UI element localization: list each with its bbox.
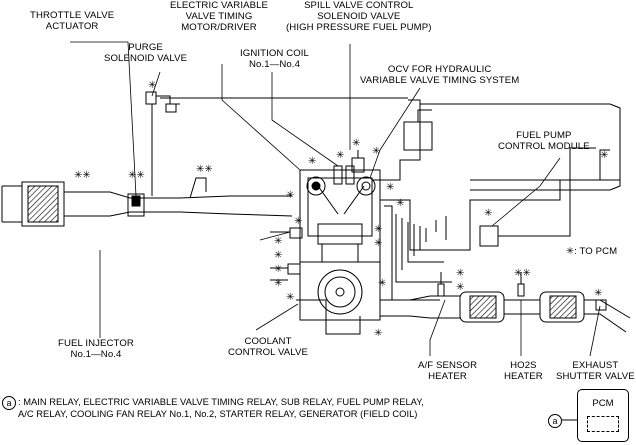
pcm-connector-line: [562, 419, 578, 421]
engine-block: [299, 169, 381, 321]
pcm-mark: ✳: [600, 150, 608, 161]
leader-lines: [70, 41, 601, 357]
pcm-mark: ✳: [372, 146, 380, 157]
coolant-control-valve-body: [296, 299, 361, 335]
fuel-pump-control-module-box: [479, 147, 596, 247]
pcm-mark: ✳: [378, 278, 386, 289]
pcm-mark: ✳: [374, 224, 382, 235]
fuel-injectors: [270, 227, 303, 281]
pcm-mark: ✳: [386, 182, 394, 193]
pcm-mark: ✳: [352, 138, 360, 149]
pcm-mark: ✳: [336, 150, 344, 161]
pcm-mark: ✳: [286, 190, 294, 201]
pcm-marker: a: [548, 414, 562, 428]
purge-solenoid-valve: [145, 91, 177, 113]
af-sensor: [437, 272, 445, 297]
pcm-mark: ✳: [274, 264, 282, 275]
pcm-mark: ✳✳: [74, 170, 91, 181]
pcm-mark: ✳: [286, 292, 294, 303]
pcm-mark: ✳✳: [196, 164, 213, 175]
high-pressure-fuel-pump: [351, 150, 365, 173]
pcm-mark: ✳: [294, 216, 302, 227]
air-cleaner: [1, 181, 65, 227]
footnote-marker: a: [2, 396, 16, 410]
pcm-box: PCM: [577, 389, 629, 442]
ignition-coils: [333, 165, 355, 185]
pcm-mark: ✳: [594, 288, 602, 299]
pcm-mark: ✳: [374, 328, 382, 339]
pcm-mark: ✳: [308, 156, 316, 167]
coolant-hoses: [384, 205, 456, 301]
vvt-motor: [306, 176, 376, 196]
pcm-mark: ✳: [374, 238, 382, 249]
pcm-mark: ✳: [274, 250, 282, 261]
throttle-body: [127, 193, 145, 217]
label-to-pcm: ✳: TO PCM: [566, 246, 618, 257]
fuel-line: [372, 99, 620, 251]
pcm-mark: ✳: [148, 80, 156, 91]
footnote-text: : MAIN RELAY, ELECTRIC VARIABLE VALVE TI…: [18, 396, 424, 419]
pcm-mark: ✳: [484, 208, 492, 219]
pcm-inner-connector: [587, 416, 619, 432]
fuel-tank: [403, 103, 621, 191]
pcm-label: PCM: [592, 398, 614, 409]
purge-line: [151, 95, 408, 199]
pcm-mark: ✳: [274, 236, 282, 247]
pcm-mark: ✳: [456, 268, 464, 279]
pcm-mark: ✳✳: [128, 170, 145, 181]
pcm-mark: ✳: [396, 198, 404, 209]
pcm-mark: ✳✳: [514, 268, 531, 279]
pcm-mark: ✳: [274, 278, 282, 289]
intake-duct: [64, 191, 293, 217]
pcm-mark: ✳: [456, 282, 464, 293]
ho2s-sensor: [517, 272, 525, 297]
exhaust-system: [380, 291, 631, 333]
